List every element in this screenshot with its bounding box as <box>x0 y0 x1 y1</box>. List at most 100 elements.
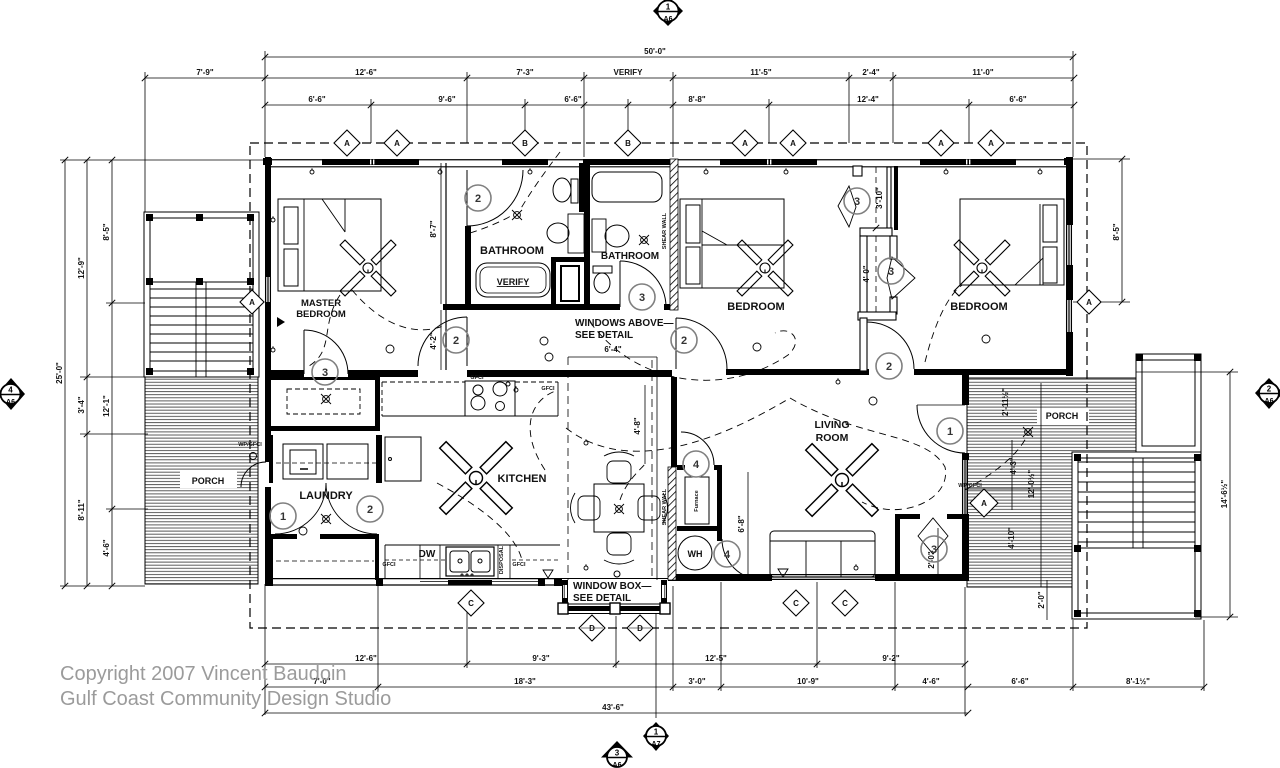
svg-text:3'-4": 3'-4" <box>77 396 86 413</box>
svg-text:ROOM: ROOM <box>816 432 849 444</box>
svg-text:7'-9": 7'-9" <box>196 68 213 77</box>
svg-text:A: A <box>1086 298 1092 307</box>
svg-text:SHEAR WALL: SHEAR WALL <box>662 488 668 525</box>
svg-text:A: A <box>249 298 255 307</box>
svg-text:A7: A7 <box>652 741 661 748</box>
svg-text:6'-6": 6'-6" <box>564 95 581 104</box>
svg-text:2: 2 <box>367 504 373 516</box>
svg-text:12'-5": 12'-5" <box>705 654 727 663</box>
svg-text:A: A <box>790 139 796 148</box>
svg-text:12'-9": 12'-9" <box>77 257 86 279</box>
svg-text:WH: WH <box>688 549 703 559</box>
svg-text:4: 4 <box>724 549 731 561</box>
svg-text:BEDROOM: BEDROOM <box>296 309 346 320</box>
svg-text:C: C <box>468 599 474 608</box>
svg-text:12'-4": 12'-4" <box>857 95 879 104</box>
svg-text:WP/GFCI: WP/GFCI <box>958 483 982 489</box>
svg-text:6'-6": 6'-6" <box>308 95 325 104</box>
svg-text:4'-8": 4'-8" <box>633 417 642 434</box>
svg-text:12'-0½": 12'-0½" <box>1027 470 1036 499</box>
svg-text:C: C <box>793 599 799 608</box>
svg-text:14'-6½": 14'-6½" <box>1220 480 1229 509</box>
svg-text:1: 1 <box>654 728 659 737</box>
svg-text:2'-0": 2'-0" <box>1037 591 1046 608</box>
svg-text:1: 1 <box>666 3 671 12</box>
svg-text:A6: A6 <box>613 762 622 768</box>
svg-text:3'-0": 3'-0" <box>688 677 705 686</box>
svg-text:25'-0": 25'-0" <box>55 362 64 384</box>
svg-text:SEE DETAIL: SEE DETAIL <box>573 593 631 604</box>
svg-text:GFCI: GFCI <box>512 562 526 568</box>
svg-text:Gulf Coast Community Design St: Gulf Coast Community Design Studio <box>60 688 391 710</box>
svg-text:3: 3 <box>888 266 894 278</box>
svg-text:A: A <box>394 139 400 148</box>
svg-text:VERIFY: VERIFY <box>497 277 530 287</box>
svg-text:4'-0": 4'-0" <box>862 265 871 282</box>
svg-text:8'-7": 8'-7" <box>429 220 438 237</box>
svg-text:4: 4 <box>8 386 13 395</box>
svg-text:D: D <box>589 624 595 633</box>
svg-text:3: 3 <box>615 749 620 758</box>
svg-text:4'-2": 4'-2" <box>429 332 438 349</box>
svg-text:4'-10": 4'-10" <box>1007 527 1016 549</box>
svg-text:4'-3": 4'-3" <box>1009 457 1018 474</box>
svg-text:43'-6": 43'-6" <box>602 703 624 712</box>
svg-text:12'-6": 12'-6" <box>355 68 377 77</box>
svg-text:A: A <box>742 139 748 148</box>
svg-text:6'-6": 6'-6" <box>1011 677 1028 686</box>
svg-text:SHEAR WALL: SHEAR WALL <box>662 212 668 249</box>
svg-text:GFCI: GFCI <box>470 375 484 381</box>
svg-text:WINDOW BOX—: WINDOW BOX— <box>573 581 651 592</box>
svg-text:1: 1 <box>947 426 953 438</box>
svg-text:WINDOWS ABOVE—: WINDOWS ABOVE— <box>575 318 674 329</box>
svg-text:BEDROOM: BEDROOM <box>950 301 1007 313</box>
svg-text:A6: A6 <box>6 399 15 406</box>
svg-text:DISPOSAL: DISPOSAL <box>499 545 505 574</box>
svg-text:C: C <box>842 599 848 608</box>
svg-text:4'-6": 4'-6" <box>922 677 939 686</box>
svg-text:Furnace: Furnace <box>694 490 700 511</box>
svg-text:11'-0": 11'-0" <box>972 68 993 77</box>
svg-text:WP/GFCI: WP/GFCI <box>238 442 262 448</box>
svg-text:50'-0": 50'-0" <box>644 47 666 56</box>
svg-text:12'-1": 12'-1" <box>102 395 111 417</box>
svg-text:B: B <box>522 139 528 148</box>
svg-text:2'-4": 2'-4" <box>862 68 879 77</box>
svg-text:2: 2 <box>681 335 687 347</box>
svg-text:3: 3 <box>854 196 860 208</box>
svg-text:2: 2 <box>886 361 892 373</box>
svg-text:PORCH: PORCH <box>192 476 225 486</box>
svg-text:LIVING: LIVING <box>814 419 849 431</box>
svg-text:12'-6": 12'-6" <box>355 654 377 663</box>
svg-text:6'-6": 6'-6" <box>1009 95 1026 104</box>
svg-text:18'-3": 18'-3" <box>514 677 536 686</box>
svg-text:KITCHEN: KITCHEN <box>498 473 547 485</box>
svg-text:9'-6": 9'-6" <box>438 95 455 104</box>
svg-text:GFCI: GFCI <box>382 562 396 568</box>
svg-text:2: 2 <box>1267 385 1272 394</box>
svg-text:1: 1 <box>280 511 286 523</box>
svg-text:2'-11½": 2'-11½" <box>1001 388 1010 416</box>
svg-text:8'-5": 8'-5" <box>1112 223 1121 240</box>
svg-text:9'-2": 9'-2" <box>882 654 899 663</box>
svg-text:10'-9": 10'-9" <box>797 677 819 686</box>
svg-text:BATHROOM: BATHROOM <box>601 251 659 262</box>
svg-text:BEDROOM: BEDROOM <box>727 301 784 313</box>
svg-text:7'-0": 7'-0" <box>313 677 330 686</box>
svg-text:2'-0": 2'-0" <box>927 551 936 568</box>
svg-text:7'-3": 7'-3" <box>516 68 533 77</box>
svg-text:2: 2 <box>475 193 481 205</box>
svg-text:8'-8": 8'-8" <box>688 95 705 104</box>
svg-text:GFCI: GFCI <box>541 386 555 392</box>
svg-text:8'-1½": 8'-1½" <box>1126 677 1150 686</box>
svg-text:VERIFY: VERIFY <box>614 68 644 77</box>
svg-text:PORCH: PORCH <box>1046 411 1079 421</box>
svg-text:A: A <box>344 139 350 148</box>
svg-text:LAUNDRY: LAUNDRY <box>299 490 353 502</box>
svg-text:3: 3 <box>322 367 328 379</box>
svg-text:SEE DETAIL: SEE DETAIL <box>575 330 633 341</box>
svg-text:A: A <box>988 139 994 148</box>
svg-text:2: 2 <box>453 335 459 347</box>
svg-text:3: 3 <box>639 292 645 304</box>
svg-text:A: A <box>938 139 944 148</box>
